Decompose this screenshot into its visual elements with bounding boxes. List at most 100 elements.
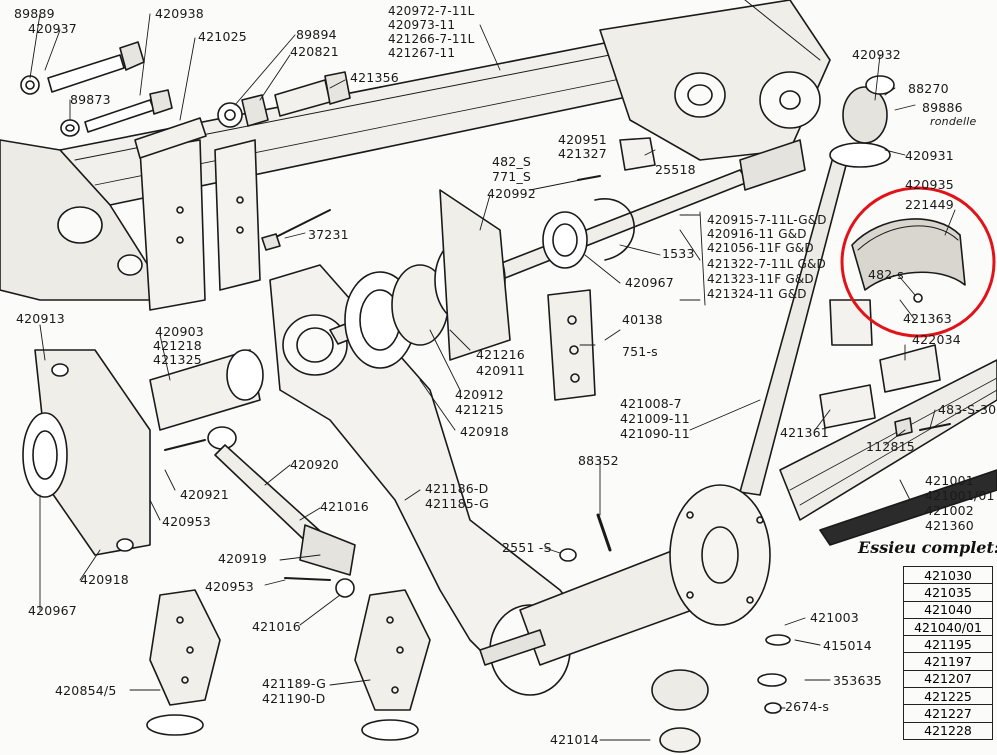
label-421266: 421266-7-11L: [388, 32, 475, 46]
bracket-420854: [146, 589, 221, 736]
label-420951: 420951: [558, 132, 607, 147]
essieu-ref: 421040: [903, 600, 993, 619]
label-89894: 89894: [296, 27, 337, 42]
essieu-row: 421197: [903, 652, 993, 671]
essieu-row: 421035: [903, 583, 993, 602]
essieu-row: 421207: [903, 669, 993, 689]
leaf-spring: [779, 359, 997, 546]
label-420972: 420972-7-11L: [388, 4, 475, 18]
label-421323: 421323-11F G&D: [707, 272, 814, 286]
label-421003: 421003: [810, 610, 859, 625]
label-420918-mid: 420918: [460, 424, 509, 439]
essieu-ref: 421197: [903, 652, 993, 671]
label-420919: 420919: [218, 551, 267, 566]
essieu-ref: 421207: [903, 669, 993, 689]
essieu-row: 421228: [903, 721, 993, 740]
essieu-ref: 421035: [903, 583, 993, 602]
label-420931: 420931: [905, 148, 954, 163]
beam-yoke: [599, 0, 831, 161]
label-420992: 420992: [487, 186, 536, 201]
essieu-row: 421040/01: [903, 617, 993, 637]
label-421090: 421090-11: [620, 426, 690, 441]
bearings: [344, 189, 635, 369]
label-421361: 421361: [780, 425, 829, 440]
label-420911: 420911: [476, 363, 525, 378]
label-421056: 421056-11F G&D: [707, 241, 814, 255]
axle-beam: [0, 39, 661, 311]
label-771-s: 771_S: [492, 169, 532, 184]
label-421002: 421002: [925, 503, 974, 518]
label-421324: 421324-11 G&D: [707, 287, 807, 301]
label-420932: 420932: [852, 47, 901, 62]
label-112815: 112815: [866, 439, 915, 454]
label-421327: 421327: [558, 146, 607, 161]
label-2674-s: 2674-s: [785, 699, 830, 714]
label-88352: 88352: [578, 453, 619, 468]
label-1533: 1533: [662, 246, 695, 261]
label-420937: 420937: [28, 21, 77, 36]
label-420912: 420912: [455, 387, 504, 402]
left-flange: [22, 349, 264, 556]
essieu-ref: 421227: [903, 704, 993, 723]
essieu-row: 421195: [903, 635, 993, 654]
bracket-421189: [354, 589, 431, 741]
essieu-row: 421225: [903, 687, 993, 706]
label-89886-note: rondelle: [930, 115, 977, 128]
essieu-ref: 421195: [903, 635, 993, 654]
label-420903: 420903: [155, 324, 204, 339]
label-420918-low: 420918: [80, 572, 129, 587]
label-421267: 421267-11: [388, 46, 456, 60]
label-221449: 221449: [905, 197, 954, 212]
essieu-ref: 421040/01: [903, 617, 993, 637]
shim-221449: [851, 218, 966, 303]
label-88270: 88270: [908, 81, 949, 96]
label-420938: 420938: [155, 6, 204, 21]
label-421016-low: 421016: [252, 619, 301, 634]
label-421001-01: 421001/01: [925, 488, 995, 503]
label-353635: 353635: [833, 673, 882, 688]
label-751-s: 751-s: [622, 344, 658, 359]
label-89873: 89873: [70, 92, 111, 107]
label-420916: 420916-11 G&D: [707, 227, 807, 241]
label-482-s-right: 482-s: [868, 267, 904, 282]
essieu-ref: 421225: [903, 687, 993, 706]
essieu-row: 421227: [903, 704, 993, 723]
bolts-top-left: [20, 41, 351, 251]
essieu-row: 421040: [903, 600, 993, 619]
label-89889: 89889: [14, 6, 55, 21]
label-421190: 421190-D: [262, 691, 326, 706]
bracket-40138: [547, 289, 596, 401]
highlight-circle: [840, 186, 996, 338]
label-482-s: 482_S: [492, 154, 532, 169]
label-420967-low: 420967: [28, 603, 77, 618]
label-421008: 421008-7: [620, 396, 682, 411]
label-421215: 421215: [455, 402, 504, 417]
label-420821: 420821: [290, 44, 339, 59]
label-421186: 421186-D: [425, 481, 489, 496]
label-420854: 420854/5: [55, 683, 117, 698]
tie-rod: [739, 75, 895, 496]
label-37231: 37231: [308, 227, 349, 242]
label-2551-s: 2551 -S: [502, 540, 552, 555]
label-420967-top: 420967: [625, 275, 674, 290]
label-421325: 421325: [153, 352, 202, 367]
label-89886: 89886: [922, 100, 963, 115]
label-420913: 420913: [16, 311, 65, 326]
label-420953-low: 420953: [205, 579, 254, 594]
essieu-ref: 421228: [903, 721, 993, 740]
essieu-row: 421030: [903, 565, 993, 585]
label-422034: 422034: [912, 332, 961, 347]
essieu-ref: 421030: [903, 565, 993, 585]
label-421216: 421216: [476, 347, 525, 362]
clips: [819, 299, 951, 437]
hub: [479, 484, 771, 753]
label-421218: 421218: [153, 338, 202, 353]
label-420921: 420921: [180, 487, 229, 502]
label-421360: 421360: [925, 518, 974, 533]
label-420935: 420935: [905, 177, 954, 192]
label-421189: 421189-G: [262, 676, 326, 691]
label-421001: 421001: [925, 473, 974, 488]
